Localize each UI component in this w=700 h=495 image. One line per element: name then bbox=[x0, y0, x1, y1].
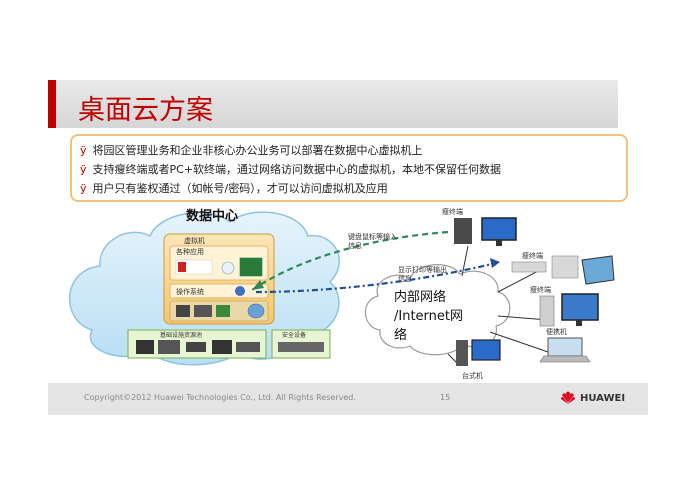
huawei-logo: HUAWEI bbox=[558, 389, 638, 409]
security-label: 安全设备 bbox=[282, 331, 306, 339]
bullet-text: 支持瘦终端或者PC+软终端，通过网络访问数据中心的虚拟机，本地不保留任何数据 bbox=[92, 163, 502, 176]
laptop-label: 便携机 bbox=[546, 327, 567, 336]
signal-label-2-line-2: 信息 bbox=[398, 274, 412, 283]
network-label-line-2: /Internet网 bbox=[394, 309, 463, 324]
bullet-text: 用户只有鉴权通过（如帐号/密码），才可以访问虚拟机及应用 bbox=[92, 182, 388, 195]
bullet-item-2: ÿ 支持瘦终端或者PC+软终端，通过网络访问数据中心的虚拟机，本地不保留任何数据 bbox=[80, 161, 501, 177]
bullet-item-3: ÿ 用户只有鉴权通过（如帐号/密码），才可以访问虚拟机及应用 bbox=[80, 180, 388, 196]
bullet-item-1: ÿ 将园区管理业务和企业非核心办公业务可以部署在数据中心虚拟机上 bbox=[80, 142, 423, 158]
bullet-mark: ÿ bbox=[80, 163, 87, 176]
network-label-line-3: 络 bbox=[394, 327, 407, 343]
security-device: 安全设备 bbox=[271, 329, 331, 359]
network-label-line-1: 内部网络 bbox=[394, 289, 446, 305]
app-icon-mail bbox=[221, 261, 235, 275]
huawei-petal-icon bbox=[561, 391, 575, 404]
title-accent bbox=[48, 80, 56, 128]
infra-pool: 基础设施资源池 bbox=[127, 329, 267, 359]
thin-client-terminal-2: 瘦终端 bbox=[511, 251, 615, 285]
output-arrowhead bbox=[490, 258, 500, 268]
input-arrowhead bbox=[252, 280, 264, 290]
apps-label: 各种应用 bbox=[176, 247, 204, 256]
title-bar bbox=[48, 80, 618, 128]
laptop-terminal: 便携机 bbox=[539, 327, 591, 363]
bullet-box: ÿ 将园区管理业务和企业非核心办公业务可以部署在数据中心虚拟机上 ÿ 支持瘦终端或者… bbox=[70, 134, 628, 202]
infra-label: 基础设施资源池 bbox=[160, 331, 202, 339]
page-number: 15 bbox=[440, 393, 451, 402]
thin-client-terminal-1: 瘦终端 bbox=[442, 207, 517, 246]
signal-label-1-line-2: 信息 bbox=[348, 241, 362, 250]
thin-client-terminal-3: 瘦终端 bbox=[530, 285, 599, 327]
brand-text: HUAWEI bbox=[580, 393, 626, 404]
app-icon-green bbox=[239, 257, 263, 277]
output-signal-line bbox=[255, 260, 501, 294]
bullet-mark: ÿ bbox=[80, 144, 87, 157]
windows-icon bbox=[235, 286, 245, 296]
input-signal-line bbox=[251, 230, 449, 291]
page-title: 桌面云方案 bbox=[78, 95, 213, 126]
vm-box: 虚拟机 各种应用 操作系统 bbox=[163, 233, 275, 325]
storage-icon bbox=[247, 303, 265, 319]
signal-label-1-line-1: 键盘鼠标等输入 bbox=[348, 232, 397, 241]
network-links bbox=[447, 245, 549, 367]
desktop-terminal: 台式机 bbox=[456, 339, 501, 380]
bullet-text: 将园区管理业务和企业非核心办公业务可以部署在数据中心虚拟机上 bbox=[92, 144, 423, 157]
footer-bar bbox=[48, 383, 648, 415]
vm-label: 虚拟机 bbox=[184, 236, 205, 245]
desktop-label: 台式机 bbox=[462, 371, 483, 380]
datacenter-label: 数据中心 bbox=[186, 208, 238, 224]
os-label: 操作系统 bbox=[176, 287, 204, 296]
footer-copyright: Copyright©2012 Huawei Technologies Co., … bbox=[84, 393, 356, 402]
thin-client-3-label: 瘦终端 bbox=[530, 285, 551, 294]
thin-client-1-label: 瘦终端 bbox=[442, 207, 463, 216]
signal-label-2-line-1: 显示打印等输出 bbox=[398, 265, 447, 274]
bullet-mark: ÿ bbox=[80, 182, 87, 195]
thin-client-2-label: 瘦终端 bbox=[522, 251, 543, 260]
